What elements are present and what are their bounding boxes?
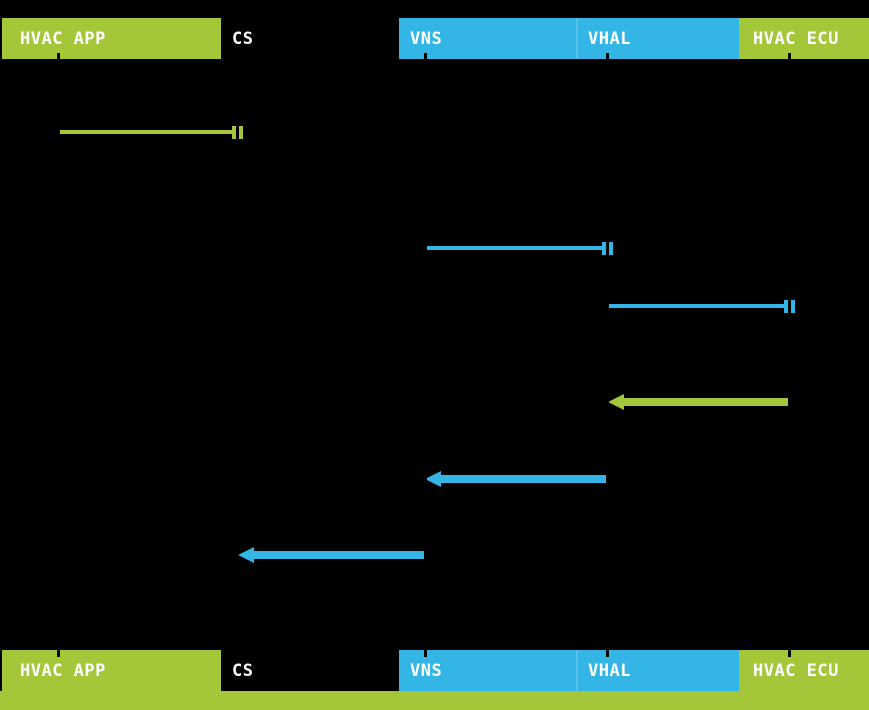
vns-vhal-divider-top (576, 18, 578, 59)
participant-label-hvac-app: HVAC APP (20, 660, 106, 681)
participant-box-hvac-ecu-bottom: HVAC ECU (739, 650, 869, 691)
participant-label-vhal: VHAL (588, 660, 631, 681)
participant-label-cs: CS (232, 660, 254, 681)
message-vhal-to-vns-arrowhead (425, 471, 441, 487)
participant-box-hvac-app-top: HVAC APP (2, 18, 221, 59)
participant-label-vns: VNS (410, 28, 443, 49)
message-vhal-to-hvac-ecu-line (608, 304, 789, 308)
participant-box-vns-top: VNS (399, 18, 577, 59)
participant-label-vns: VNS (410, 660, 443, 681)
participant-label-hvac-app: HVAC APP (20, 28, 106, 49)
message-vns-to-cs-arrowhead (238, 547, 254, 563)
message-vns-to-vhal-line (425, 246, 607, 250)
participant-box-cs-bottom: CS (221, 650, 399, 691)
lifeline-hvac-app (57, 53, 60, 657)
participant-box-hvac-app-bottom: HVAC APP (2, 650, 221, 691)
message-hvac-ecu-to-vhal-line (624, 398, 790, 406)
participant-box-cs-top: CS (221, 18, 399, 59)
message-hvac-app-to-cs-line (59, 130, 237, 134)
participant-label-hvac-ecu: HVAC ECU (753, 660, 839, 681)
vns-vhal-divider-bottom (576, 650, 578, 691)
lifeline-vhal (606, 53, 609, 657)
participant-label-vhal: VHAL (588, 28, 631, 49)
participant-box-vhal-top: VHAL (577, 18, 739, 59)
message-vhal-to-vns-line (441, 475, 607, 483)
participant-label-cs: CS (232, 28, 254, 49)
participant-box-vhal-bottom: VHAL (577, 650, 739, 691)
message-hvac-ecu-to-vhal-arrowhead (608, 394, 624, 410)
participant-box-vns-bottom: VNS (399, 650, 577, 691)
participant-label-hvac-ecu: HVAC ECU (753, 28, 839, 49)
lifeline-vns (424, 53, 427, 657)
participant-box-hvac-ecu-top: HVAC ECU (739, 18, 869, 59)
lifeline-hvac-ecu (788, 53, 791, 657)
lifeline-cs (236, 53, 239, 657)
message-vns-to-cs-line (254, 551, 425, 559)
footer-accent-bar (0, 691, 869, 710)
